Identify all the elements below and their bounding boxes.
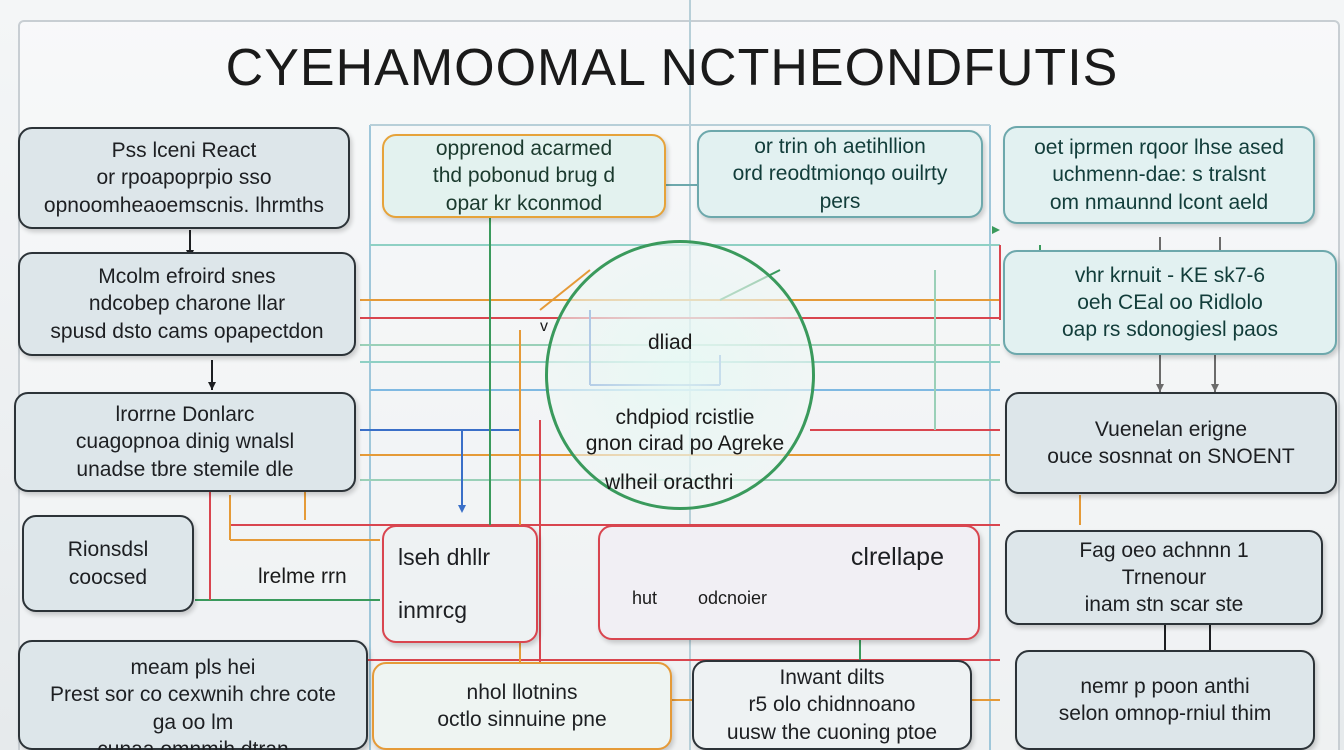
connector-label-hut: hut xyxy=(632,588,658,608)
middle-box-3: nhol llotnins octlo sinnuine pne xyxy=(372,662,672,750)
right-box-2-line: vhr krnuit - KE sk7-6 xyxy=(1074,263,1266,287)
middle-box-4: Inwant dilts r5 olo chidnnoano uusw the … xyxy=(692,660,972,750)
left-box-1-line: Pss lceni React xyxy=(111,139,257,163)
right-box-2-line: oap rs sdonogiesl paos xyxy=(1062,318,1278,342)
left-box-5-line: ga oo lm xyxy=(152,710,234,734)
left-box-2-line: Mcolm efroird snes xyxy=(98,265,276,289)
middle-box-1: lseh dhllr inmrcg xyxy=(382,525,538,643)
left-box-1-line: or rpoapoprpio sso xyxy=(96,166,272,190)
right-box-4-line: inam stn scar ste xyxy=(1084,593,1244,617)
right-box-5-line: nemr p poon anthi xyxy=(1080,674,1250,698)
middle-box-1-line: inmrcg xyxy=(398,596,468,623)
center-box-2-line: ord reodtmionqo ouilrty xyxy=(732,162,948,186)
center-box-1-line: opprenod acarmed xyxy=(435,137,613,161)
center-box-2-line: or trin oh aetihllion xyxy=(754,135,926,159)
right-box-1-line: uchmenn-dae: s tralsnt xyxy=(1052,163,1266,187)
middle-box-4-line: uusw the cuoning ptoe xyxy=(726,720,938,744)
left-box-4-line: Rionsdsl xyxy=(67,538,149,562)
left-box-3-line: lrorrne Donlarc xyxy=(115,403,255,427)
left-box-1: Pss lceni React or rpoapoprpio sso opnoo… xyxy=(18,127,350,229)
right-box-4-line: Trnenour xyxy=(1121,565,1207,589)
right-box-1-line: oet iprmen rqoor lhse ased xyxy=(1034,136,1284,160)
middle-box-4-line: r5 olo chidnnoano xyxy=(748,693,916,717)
center-box-1: opprenod acarmed thd pobonud brug d opar… xyxy=(382,134,666,218)
circle-top-label: dliad xyxy=(648,331,693,354)
right-box-3-line: Vuenelan erigne xyxy=(1094,417,1248,441)
circle-mid-line: chdpiod rcistlie xyxy=(615,406,755,429)
connector-label-left: lrelme rrn xyxy=(258,565,347,588)
right-box-1: oet iprmen rqoor lhse ased uchmenn-dae: … xyxy=(1003,126,1315,224)
left-box-5: meam pls hei Prest sor co cexwnih chre c… xyxy=(18,640,368,750)
right-box-2: vhr krnuit - KE sk7-6 oeh CEal oo Ridlol… xyxy=(1003,250,1337,355)
circle-mid-label: chdpiod rcistlie gnon cirad po Agreke xyxy=(570,405,800,458)
middle-box-2-line: clrellape xyxy=(850,543,944,571)
left-box-5-line: cunaa omnmih dtran xyxy=(97,737,289,750)
page-title: CYEHAMOOMAL NCTHEONDFUTIS xyxy=(225,39,1119,97)
left-box-2-line: ndcobep charone llar xyxy=(88,292,286,316)
right-box-2-line: oeh CEal oo Ridlolo xyxy=(1077,290,1263,314)
right-box-5: nemr p poon anthi selon omnop-rniul thim xyxy=(1015,650,1315,750)
middle-box-3-line: octlo sinnuine pne xyxy=(437,708,607,731)
middle-box-2: clrellape xyxy=(598,525,980,640)
left-box-3: lrorrne Donlarc cuagopnoa dinig wnalsl u… xyxy=(14,392,356,492)
circle-marker: v xyxy=(540,318,548,335)
left-box-2: Mcolm efroird snes ndcobep charone llar … xyxy=(18,252,356,356)
center-box-1-line: opar kr kconmod xyxy=(445,191,603,215)
middle-box-4-line: Inwant dilts xyxy=(779,666,885,690)
circle-bottom-label: wlheil oracthri xyxy=(605,471,734,494)
left-box-3-line: unadse tbre stemile dle xyxy=(76,457,294,481)
left-box-5-line: Prest sor co cexwnih chre cote xyxy=(50,683,336,707)
right-box-4: Fag oeo achnnn 1 Trnenour inam stn scar … xyxy=(1005,530,1323,625)
center-box-2-line: pers xyxy=(819,189,861,213)
circle-mid-line: gnon cirad po Agreke xyxy=(585,432,785,456)
left-box-4-line: coocsed xyxy=(68,565,148,589)
right-box-4-line: Fag oeo achnnn 1 xyxy=(1079,538,1249,562)
left-box-2-line: spusd dsto cams opapectdon xyxy=(50,319,324,343)
left-box-1-line: opnoomheaoemscnis. lhrmths xyxy=(43,193,325,217)
right-box-1-line: om nmaunnd lcont aeld xyxy=(1049,190,1269,214)
center-box-2: or trin oh aetihllion ord reodtmionqo ou… xyxy=(697,130,983,218)
left-box-5-line: meam pls hei xyxy=(130,656,256,679)
right-box-5-line: selon omnop-rniul thim xyxy=(1058,702,1272,725)
center-box-1-line: thd pobonud brug d xyxy=(432,164,616,188)
left-box-4: Rionsdsl coocsed xyxy=(22,515,194,612)
left-box-3-line: cuagopnoa dinig wnalsl xyxy=(75,430,295,454)
right-box-3-line: ouce sosnnat on SNOENT xyxy=(1047,445,1295,468)
middle-box-1-line: lseh dhllr xyxy=(398,543,491,570)
central-circle xyxy=(545,240,815,510)
right-box-3: Vuenelan erigne ouce sosnnat on SNOENT xyxy=(1005,392,1337,494)
connector-label-mid: odcnoier xyxy=(698,588,768,608)
middle-box-3-line: nhol llotnins xyxy=(466,680,578,704)
